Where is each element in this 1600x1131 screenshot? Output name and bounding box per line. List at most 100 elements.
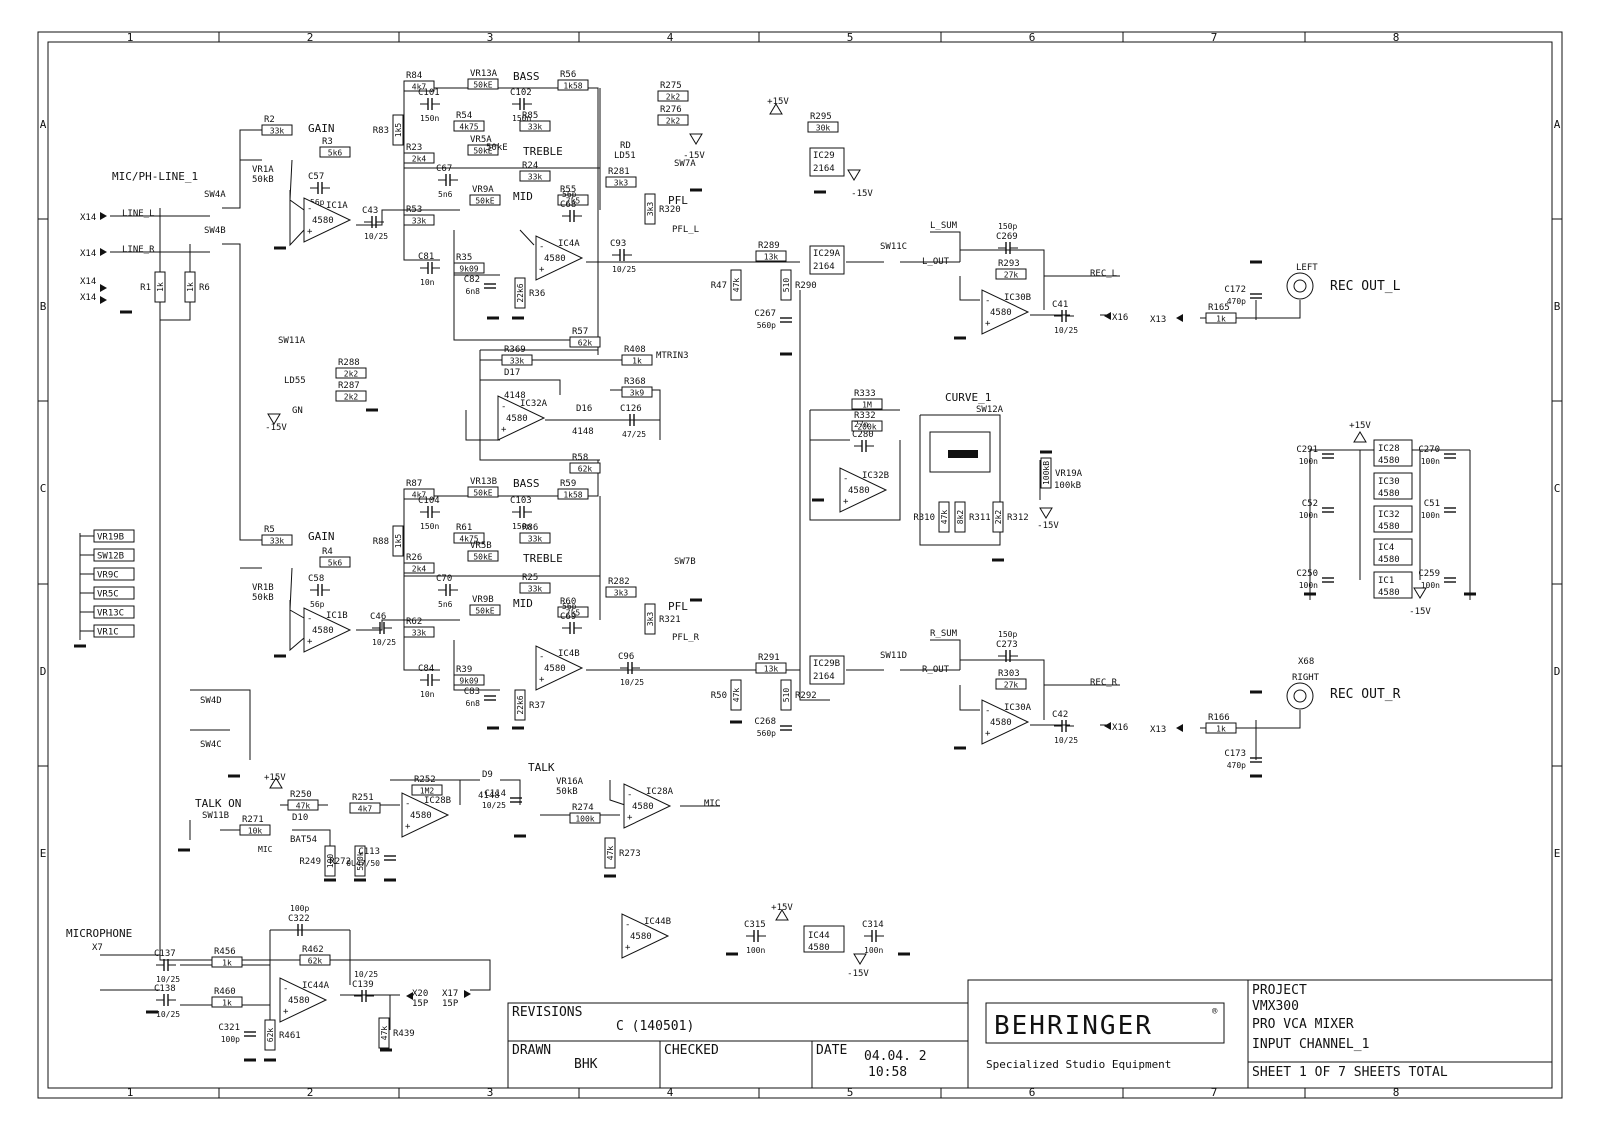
- net-minus15-pfl: -15V: [683, 151, 705, 161]
- value-r311: 8k2: [956, 510, 965, 525]
- value-ic30b: 4580: [990, 308, 1012, 318]
- ref-r289: R289: [758, 241, 780, 251]
- value-r83: 1k5: [394, 123, 403, 138]
- value-c314: 100n: [864, 946, 883, 955]
- stack-label: SW12B: [97, 552, 124, 562]
- ref-r310: R310: [913, 513, 935, 523]
- ref-r275: R275: [660, 81, 682, 91]
- ref-vr9a: VR9A: [472, 185, 494, 195]
- value-vr13a: 50kE: [473, 81, 492, 90]
- value-vr19a: 100kB: [1042, 461, 1051, 485]
- net-l-sum: L_SUM: [930, 221, 958, 231]
- ref-c138: C138: [154, 984, 176, 994]
- ref-r24: R24: [522, 161, 538, 171]
- value-c104: 150n: [420, 522, 439, 531]
- value-r310: 47k: [940, 510, 949, 525]
- project-name: VMX300: [1252, 999, 1299, 1014]
- value-r47: 47k: [732, 278, 741, 293]
- color-ld55: GN: [292, 406, 303, 416]
- ref-r83: R83: [373, 126, 389, 136]
- ref-r333: R333: [854, 389, 876, 399]
- ref-c273: C273: [996, 640, 1018, 650]
- svg-text:+: +: [627, 813, 633, 823]
- net-minus15-curve: -15V: [1037, 521, 1059, 531]
- value-c280: 27n: [854, 420, 869, 429]
- sheet-info: SHEET 1 OF 7 SHEETS TOTAL: [1252, 1065, 1448, 1080]
- ref-c93: C93: [610, 239, 626, 249]
- value-r292: 510: [782, 688, 791, 703]
- svg-text:-: -: [405, 799, 410, 809]
- value-r4: 5k6: [328, 559, 343, 568]
- ref-x13-a: X13: [1150, 315, 1166, 325]
- value-vr16a: 50kB: [556, 787, 578, 797]
- svg-text:-: -: [843, 474, 848, 484]
- value-c58: 56p: [310, 600, 325, 609]
- ref-ic30a: IC30A: [1004, 703, 1032, 713]
- value-c103: 150n: [512, 522, 531, 531]
- value-c322: 100p: [290, 904, 309, 913]
- ref-r5: R5: [264, 525, 275, 535]
- net-plus15-ic29: +15V: [767, 97, 789, 107]
- value-r320: 3k3: [646, 202, 655, 217]
- value-r272: 560k: [356, 851, 365, 870]
- ref-sw11d: SW11D: [880, 651, 907, 661]
- grid-col-bottom-2: 2: [307, 1086, 314, 1099]
- ref-ic28a: IC28A: [646, 787, 674, 797]
- ref-ic30b: IC30B: [1004, 293, 1031, 303]
- ref-ic1: IC1: [1378, 576, 1394, 586]
- heading-mid-top: MID: [513, 190, 533, 203]
- ref-c70: C70: [436, 574, 452, 584]
- grid-col-top-8: 8: [1393, 31, 1400, 44]
- value-vr5b: 50kE: [473, 553, 492, 562]
- svg-text:-: -: [985, 706, 990, 716]
- value-ic28: 4580: [1378, 456, 1400, 466]
- value-r282: 3k3: [614, 589, 629, 598]
- ref-d16: D16: [576, 404, 592, 414]
- ref-ic28b: IC28B: [424, 796, 451, 806]
- value-c273: 150p: [998, 630, 1017, 639]
- value-r369: 33k: [510, 357, 525, 366]
- grid-col-bottom-7: 7: [1211, 1086, 1218, 1099]
- ref-c81: C81: [418, 252, 434, 262]
- ref-c96: C96: [618, 652, 634, 662]
- value-c67: 5n6: [438, 190, 453, 199]
- stack-label: VR1C: [97, 628, 119, 638]
- value-r274: 100k: [575, 815, 594, 824]
- ref-c321: C321: [218, 1023, 240, 1033]
- ref-r321: R321: [659, 615, 681, 625]
- value-r62: 33k: [412, 629, 427, 638]
- value-ic1: 4580: [1378, 588, 1400, 598]
- heading-gain-bot: GAIN: [308, 530, 335, 543]
- value-r50: 47k: [732, 688, 741, 703]
- ref-ic4a: IC4A: [558, 239, 580, 249]
- value-c138: 10/25: [156, 1010, 180, 1019]
- ref-r26: R26: [406, 553, 422, 563]
- value-r275: 2k2: [666, 93, 681, 102]
- svg-text:-: -: [539, 242, 544, 252]
- ref-sw12a: SW12A: [976, 405, 1004, 415]
- title-block: REVISIONS C (140501) DRAWN BHK CHECKED D…: [507, 979, 1553, 1089]
- value-r368: 3k9: [630, 389, 645, 398]
- value-c291: 100n: [1299, 457, 1318, 466]
